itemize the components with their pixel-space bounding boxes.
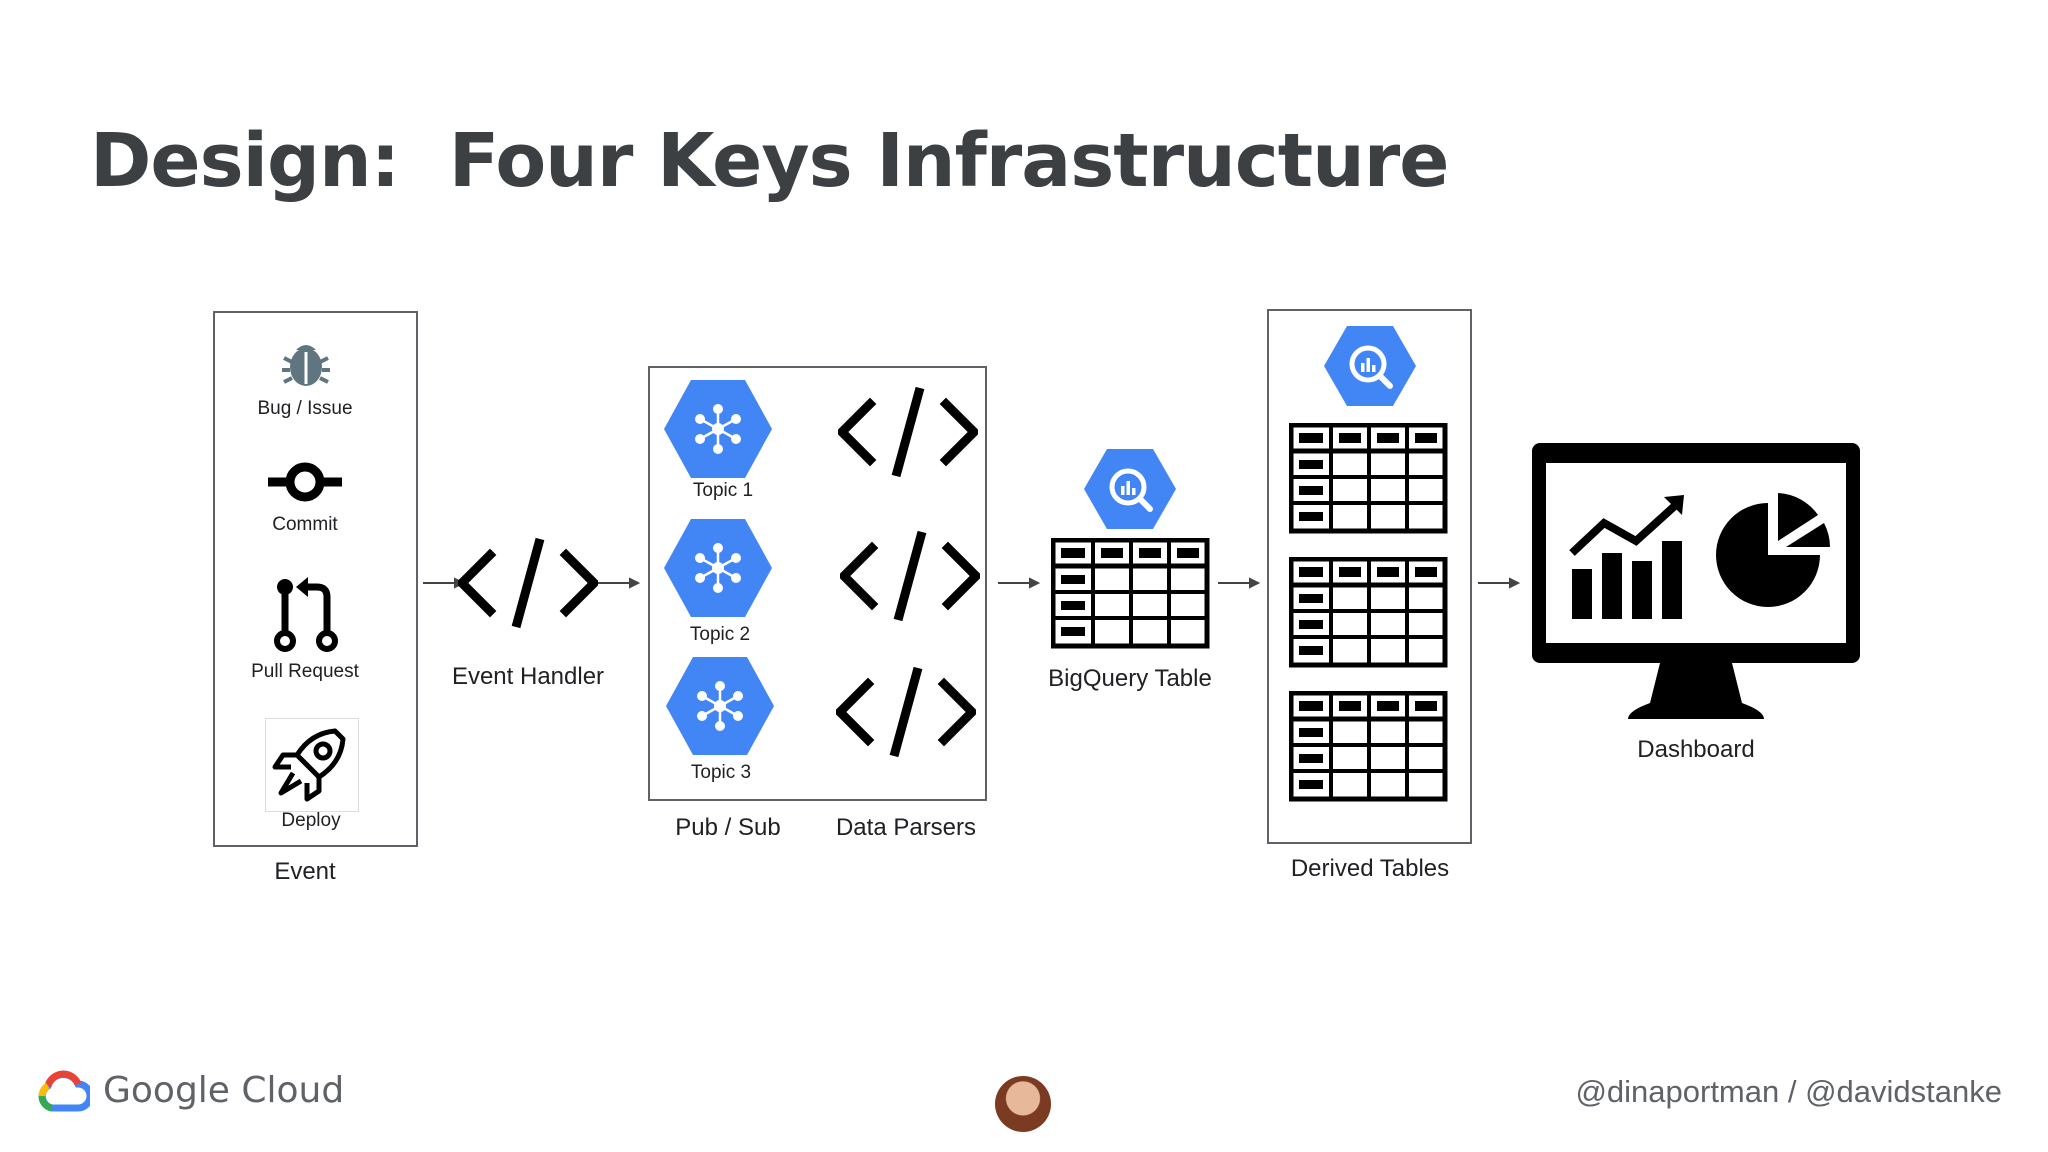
- event-item-label: Commit: [272, 514, 338, 535]
- topic-label: Topic 1: [692, 480, 754, 501]
- pubsub-icon: [662, 518, 774, 618]
- bug-icon: [282, 345, 330, 386]
- derived-table-icon: [1289, 557, 1449, 669]
- dashboard-label: Dashboard: [1637, 736, 1755, 763]
- parser-code-icon: [836, 660, 976, 764]
- parser-code-icon: [840, 524, 980, 628]
- monitor-chart-icon: [1532, 443, 1860, 719]
- pull-request-icon: [274, 577, 338, 652]
- derived-caption: Derived Tables: [1290, 855, 1450, 882]
- bigquery-icon: [1082, 446, 1178, 532]
- event-caption: Event: [274, 858, 336, 885]
- derived-table-icon: [1289, 423, 1449, 535]
- bigquery-label: BigQuery Table: [1048, 665, 1212, 692]
- commit-icon: [268, 462, 342, 502]
- avatar: [995, 1076, 1051, 1132]
- google-cloud-logo-icon: [38, 1070, 90, 1112]
- parser-code-icon: [838, 380, 978, 484]
- bigquery-table-icon: [1051, 538, 1211, 650]
- pubsub-caption: Pub / Sub: [675, 814, 781, 841]
- topic-label: Topic 2: [689, 624, 751, 645]
- code-icon: [458, 531, 598, 635]
- derived-table-icon: [1289, 691, 1449, 803]
- event-item-label: Pull Request: [251, 661, 359, 682]
- slide-title: Design: Four Keys Infrastructure: [90, 118, 1449, 204]
- parsers-caption: Data Parsers: [835, 814, 977, 841]
- bigquery-icon: [1322, 323, 1418, 409]
- event-item-label: Deploy: [281, 810, 341, 831]
- rocket-icon: [272, 728, 346, 802]
- event-item-label: Bug / Issue: [257, 398, 353, 419]
- pubsub-icon: [662, 379, 774, 479]
- topic-label: Topic 3: [690, 762, 752, 783]
- speaker-handles: @dinaportman / @davidstanke: [1575, 1074, 2002, 1109]
- google-cloud-brand: Google Cloud: [103, 1070, 345, 1111]
- event-handler-label: Event Handler: [451, 663, 605, 690]
- pubsub-icon: [664, 656, 776, 756]
